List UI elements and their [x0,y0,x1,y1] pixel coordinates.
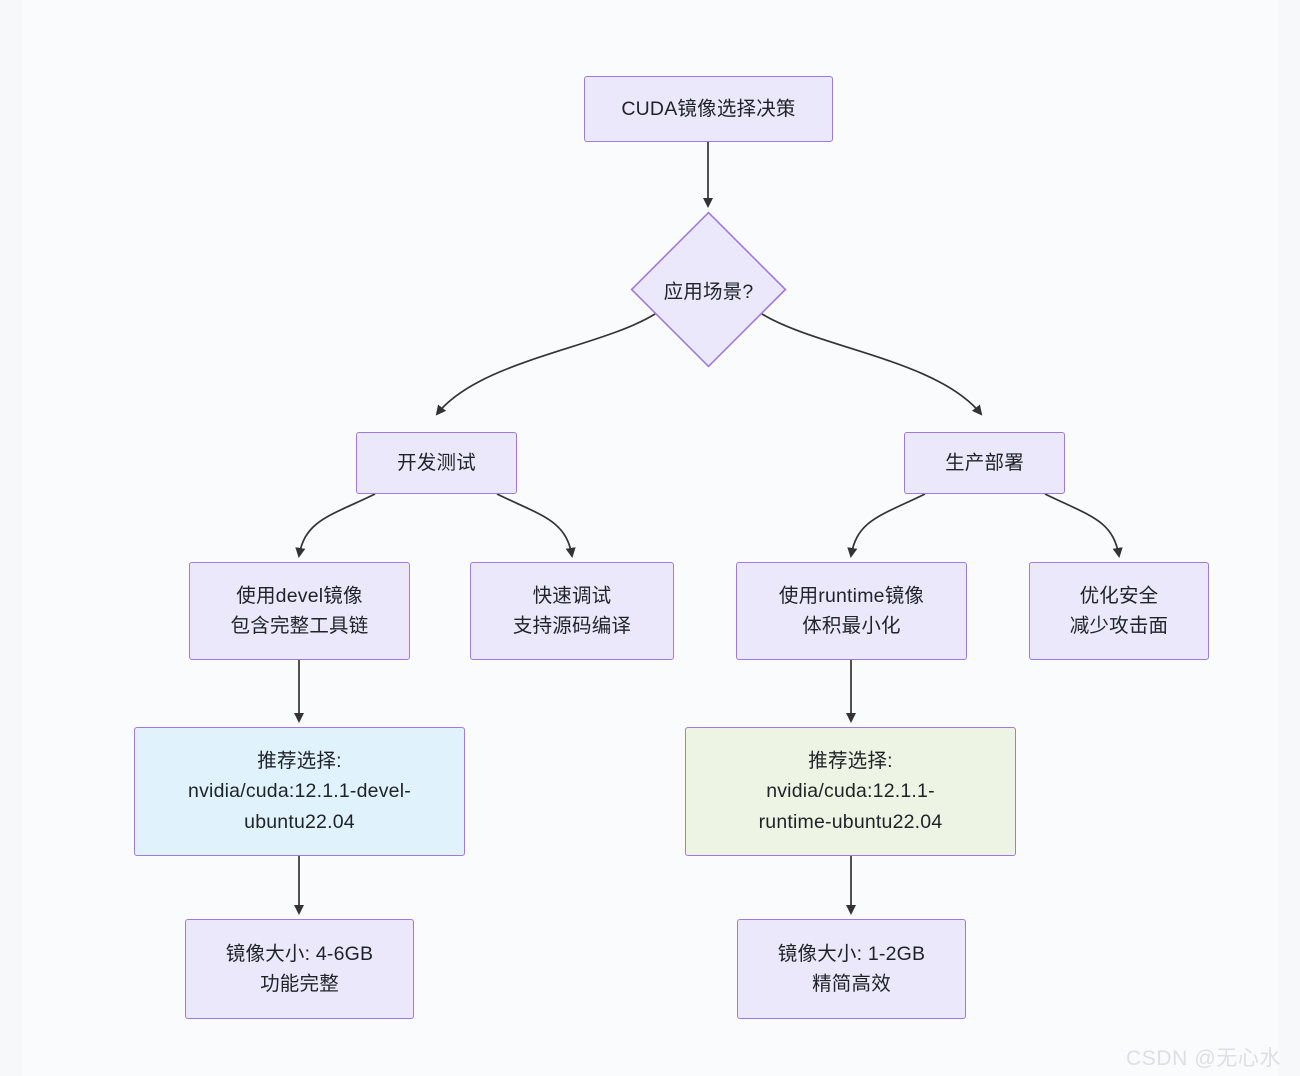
node-recommendation-runtime[interactable]: 推荐选择: nvidia/cuda:12.1.1- runtime-ubuntu… [685,727,1016,856]
node-use-runtime-image[interactable]: 使用runtime镜像 体积最小化 [736,562,967,660]
node-image-size-devel[interactable]: 镜像大小: 4-6GB 功能完整 [185,919,414,1019]
node-recommendation-devel[interactable]: 推荐选择: nvidia/cuda:12.1.1-devel- ubuntu22… [134,727,465,856]
csdn-watermark: CSDN @无心水 [1126,1047,1282,1070]
node-optimize-security[interactable]: 优化安全 减少攻击面 [1029,562,1209,660]
node-production-deploy[interactable]: 生产部署 [904,432,1065,494]
node-dev-test[interactable]: 开发测试 [356,432,517,494]
page-surface [22,0,1278,1076]
node-use-devel-image[interactable]: 使用devel镜像 包含完整工具链 [189,562,410,660]
node-fast-debug[interactable]: 快速调试 支持源码编译 [470,562,674,660]
node-cuda-image-decision[interactable]: CUDA镜像选择决策 [584,76,833,142]
node-image-size-runtime[interactable]: 镜像大小: 1-2GB 精简高效 [737,919,966,1019]
node-scenario-decision[interactable]: 应用场景? [630,211,787,368]
node-scenario-decision-label: 应用场景? [663,281,754,303]
diamond-shape [630,211,787,368]
